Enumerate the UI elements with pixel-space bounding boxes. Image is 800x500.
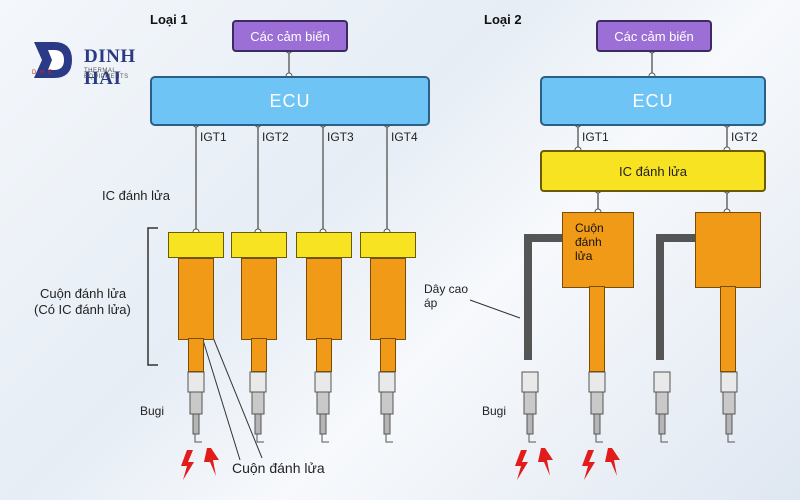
t1-ic-4 <box>360 232 416 258</box>
t2-hv-wire-2 <box>656 234 695 360</box>
t2-spark-plugs <box>521 371 738 443</box>
t2-wire-label-1: Dây cao <box>424 282 469 296</box>
t2-coil-2-boot <box>720 286 736 372</box>
spark-icon <box>181 450 194 480</box>
dhe-logo-icon <box>34 42 72 78</box>
logo-name: DINH HAI <box>84 46 136 89</box>
t1-coil-pointer-label: Cuộn đánh lửa <box>232 460 325 476</box>
t1-bracket <box>147 227 158 366</box>
t1-pointer-line-1 <box>202 339 241 461</box>
t2-coil-text-3: lửa <box>575 249 593 263</box>
t2-plug-label: Bugi <box>482 404 507 418</box>
t1-plug-label: Bugi <box>140 404 165 418</box>
t1-coil-1-boot <box>188 338 204 372</box>
t2-sensors-box: Các cảm biến <box>596 20 712 52</box>
t1-spark-plugs <box>187 371 396 443</box>
t2-wire-label-2: áp <box>424 296 438 310</box>
t1-ic-2 <box>231 232 287 258</box>
t1-signal-3: IGT3 <box>327 130 354 144</box>
spark-icon <box>582 450 595 480</box>
t2-coil-1: Cuộn đánh lửa <box>562 212 634 288</box>
t1-title: Loại 1 <box>150 12 188 27</box>
t1-ic-1 <box>168 232 224 258</box>
t2-hv-wire-1 <box>524 234 562 360</box>
t1-signal-1: IGT1 <box>200 130 227 144</box>
t1-signal-4: IGT4 <box>391 130 418 144</box>
logo-tagline: THERMAL EQUIPMENTS <box>84 68 129 80</box>
t1-coil-4-boot <box>380 338 396 372</box>
spark-icon <box>204 448 219 476</box>
spark-icon <box>605 448 620 476</box>
spark-icon <box>538 448 553 476</box>
t2-coil-2 <box>695 212 761 288</box>
t1-coil-label: Cuộn đánh lửa <box>40 286 127 301</box>
spark-icons <box>181 448 620 480</box>
t1-coil-3 <box>306 258 342 340</box>
t2-wire-pointer <box>469 299 521 319</box>
t1-coil-2 <box>241 258 277 340</box>
t1-pointer-line-2 <box>209 329 263 459</box>
t2-ecu-box: ECU <box>540 76 766 126</box>
t1-coil-4 <box>370 258 406 340</box>
t1-coil-1 <box>178 258 214 340</box>
t1-coil-3-boot <box>316 338 332 372</box>
t1-signal-2: IGT2 <box>262 130 289 144</box>
t2-signal-1: IGT1 <box>582 130 609 144</box>
t1-coil-2-boot <box>251 338 267 372</box>
t2-signal-2: IGT2 <box>731 130 758 144</box>
spark-icon <box>515 450 528 480</box>
t1-ic-3 <box>296 232 352 258</box>
logo-monogram: D.H.E <box>32 70 54 76</box>
t2-coil-text-2: đánh <box>575 235 602 249</box>
t2-coil-1-boot <box>589 286 605 372</box>
t1-ecu-box: ECU <box>150 76 430 126</box>
t2-ic-box: IC đánh lửa <box>540 150 766 192</box>
t1-ic-label: IC đánh lửa <box>102 188 170 203</box>
t2-coil-text-1: Cuộn <box>575 221 604 235</box>
t1-coil-note: (Có IC đánh lửa) <box>34 302 131 317</box>
t1-sensors-box: Các cảm biến <box>232 20 348 52</box>
t2-title: Loại 2 <box>484 12 522 27</box>
